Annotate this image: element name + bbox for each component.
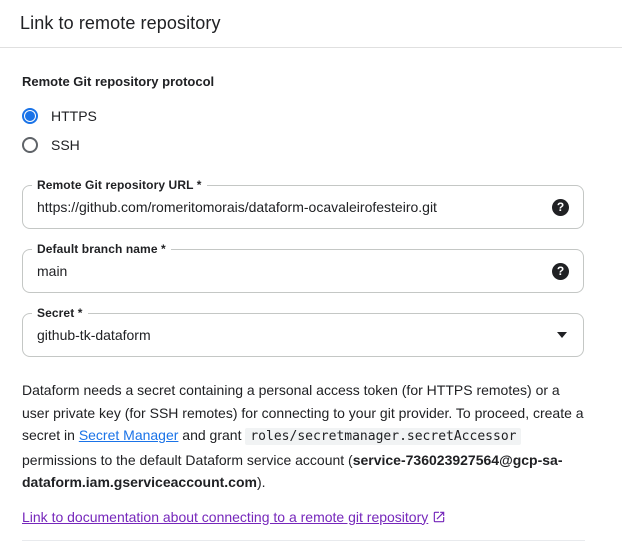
radio-label-https: HTTPS bbox=[51, 107, 97, 124]
remote-git-url-input[interactable] bbox=[37, 199, 542, 215]
secret-help-text: Dataform needs a secret containing a per… bbox=[22, 379, 584, 494]
remote-git-url-label: Remote Git repository URL * bbox=[32, 178, 207, 192]
open-in-new-icon[interactable] bbox=[432, 510, 446, 524]
description-part1: Dataform needs a secret containing a per… bbox=[22, 382, 584, 443]
documentation-link[interactable]: Link to documentation about connecting t… bbox=[22, 508, 429, 525]
radio-unselected-icon[interactable] bbox=[22, 136, 38, 153]
secret-select-label: Secret * bbox=[32, 306, 88, 320]
radio-option-ssh[interactable]: SSH bbox=[22, 130, 584, 159]
default-branch-field: Default branch name * ? bbox=[22, 242, 584, 293]
default-branch-input[interactable] bbox=[37, 263, 542, 279]
secret-selected-value: github-tk-dataform bbox=[37, 327, 151, 343]
description-part3: permissions to the default Dataform serv… bbox=[22, 451, 353, 468]
secret-select-field[interactable]: Secret * github-tk-dataform bbox=[22, 306, 584, 357]
default-branch-label: Default branch name * bbox=[32, 242, 171, 256]
secret-manager-link[interactable]: Secret Manager bbox=[78, 427, 179, 443]
help-icon[interactable]: ? bbox=[552, 198, 569, 216]
description-part2: and grant bbox=[178, 427, 246, 443]
documentation-link-row: Link to documentation about connecting t… bbox=[22, 509, 584, 525]
dialog-header: Link to remote repository bbox=[0, 0, 622, 47]
protocol-section-label: Remote Git repository protocol bbox=[22, 74, 215, 89]
role-code-chip: roles/secretmanager.secretAccessor bbox=[245, 428, 522, 445]
help-icon[interactable]: ? bbox=[552, 262, 569, 280]
service-account-email: service-736023927564@gcp-sa-dataform.iam… bbox=[22, 451, 563, 491]
radio-option-https[interactable]: HTTPS bbox=[22, 101, 584, 130]
header-divider bbox=[0, 47, 622, 48]
radio-selected-icon[interactable] bbox=[22, 107, 38, 124]
remote-git-url-field: Remote Git repository URL * ? bbox=[22, 178, 584, 229]
dialog-content: Remote Git repository protocol HTTPS SSH… bbox=[0, 48, 622, 541]
description-part4: ). bbox=[256, 474, 266, 490]
chevron-down-icon[interactable] bbox=[557, 332, 567, 338]
radio-label-ssh: SSH bbox=[51, 136, 80, 153]
dialog-title: Link to remote repository bbox=[20, 13, 221, 33]
bottom-divider bbox=[22, 539, 585, 541]
